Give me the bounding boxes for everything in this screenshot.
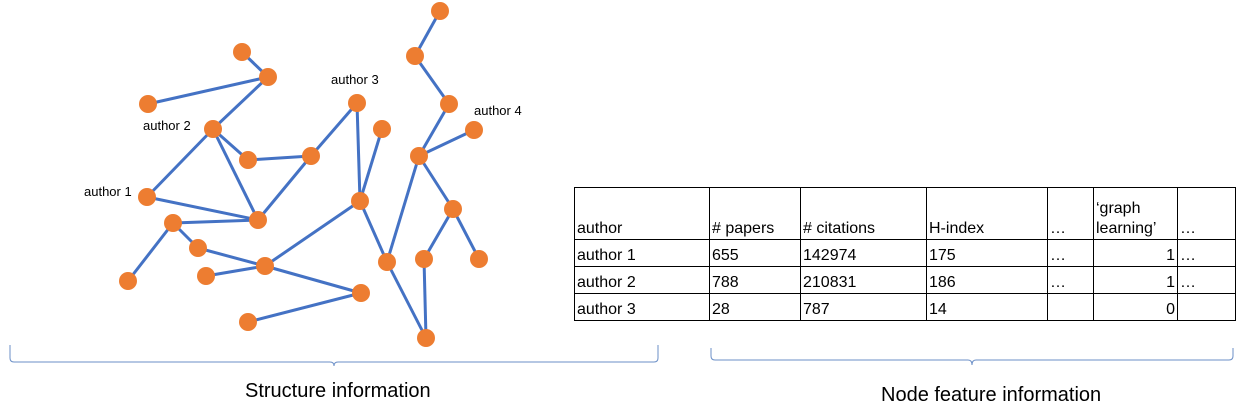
graph-node [249, 211, 267, 229]
graph-edge [145, 127, 215, 199]
graph-edge [146, 195, 259, 222]
graph-node [406, 47, 424, 65]
graph-edge [247, 154, 312, 162]
graph-node [465, 121, 483, 139]
graph-edge [264, 264, 362, 295]
node-label-author-1: author 1 [84, 184, 132, 199]
cell-ellipsis-2 [1177, 293, 1236, 321]
graph-edge [358, 128, 384, 202]
graph-node [259, 68, 277, 86]
graph-node [410, 147, 428, 165]
cell-h-index: 14 [926, 293, 1048, 321]
cell-graph-learning: 1 [1093, 239, 1178, 267]
graph-node [164, 214, 182, 232]
header-h-index: H-index [926, 187, 1048, 240]
node-feature-table: author # papers # citations H-index … ‘g… [574, 187, 1236, 321]
graph-node [415, 250, 433, 268]
graph-nodes [119, 2, 488, 347]
cell-citations: 210831 [800, 266, 927, 294]
graph-edge [417, 103, 451, 157]
cell-author: author 2 [574, 266, 710, 294]
table-header-row: author # papers # citations H-index … ‘g… [574, 187, 1236, 240]
graph-edge [211, 75, 270, 131]
structure-caption: Structure information [245, 380, 431, 402]
graph-edge [417, 155, 455, 210]
cell-ellipsis: … [1047, 266, 1094, 294]
cell-author: author 3 [574, 293, 710, 321]
graph-edge [309, 102, 359, 157]
cell-graph-learning: 1 [1093, 266, 1178, 294]
graph-edge [358, 200, 389, 263]
node-label-author-4: author 4 [474, 103, 522, 118]
header-ellipsis: … [1047, 187, 1094, 240]
graph-node [139, 95, 157, 113]
cell-papers: 28 [709, 293, 801, 321]
graph-edge [422, 258, 428, 339]
cell-citations: 787 [800, 293, 927, 321]
graph-edge [172, 218, 259, 225]
feature-caption: Node feature information [881, 384, 1102, 406]
table-row: author 1 655 142974 175 … 1 … [574, 239, 1236, 267]
graph-edge [247, 291, 362, 324]
graph-edges [126, 10, 481, 339]
graph-node [440, 95, 458, 113]
graph-edge [451, 208, 481, 260]
graph-edge [126, 222, 175, 282]
graph-edge [385, 261, 428, 339]
header-ellipsis-2: … [1177, 187, 1236, 240]
cell-graph-learning: 0 [1093, 293, 1178, 321]
node-label-author-3: author 3 [331, 72, 379, 87]
graph-edge [256, 155, 313, 221]
graph-node [239, 313, 257, 331]
graph-node [470, 250, 488, 268]
graph-node [239, 151, 257, 169]
cell-papers: 655 [709, 239, 801, 267]
header-author: author [574, 187, 710, 240]
graph-edge [264, 199, 361, 268]
header-papers: # papers [709, 187, 801, 240]
graph-edge [422, 208, 455, 260]
node-label-author-2: author 2 [143, 118, 191, 133]
graph-node [233, 43, 251, 61]
graph-node [373, 120, 391, 138]
structure-brace [9, 345, 659, 367]
graph-node [444, 200, 462, 218]
cell-ellipsis-2: … [1177, 239, 1236, 267]
graph-node [431, 2, 449, 20]
table-row: author 2 788 210831 186 … 1 … [574, 266, 1236, 294]
cell-h-index: 186 [926, 266, 1048, 294]
graph-node [417, 329, 435, 347]
cell-citations: 142974 [800, 239, 927, 267]
graph-edge [418, 128, 475, 158]
graph-edge [211, 128, 260, 221]
graph-node [119, 272, 137, 290]
graph-node [378, 253, 396, 271]
header-graph-learning: ‘graph learning’ [1093, 187, 1178, 240]
cell-papers: 788 [709, 266, 801, 294]
graph-node [352, 284, 370, 302]
graph-node [197, 267, 215, 285]
graph-node [351, 192, 369, 210]
graph-node [302, 147, 320, 165]
graph-node [256, 257, 274, 275]
cell-ellipsis: … [1047, 239, 1094, 267]
graph-edge [413, 55, 451, 105]
header-citations: # citations [800, 187, 927, 240]
graph-edge [147, 75, 269, 106]
graph-node [189, 239, 207, 257]
graph-edge [197, 246, 266, 268]
graph-edge [355, 102, 362, 202]
cell-ellipsis-2: … [1177, 266, 1236, 294]
cell-ellipsis [1047, 293, 1094, 321]
graph-edge [385, 155, 421, 263]
feature-brace [710, 348, 1234, 366]
graph-node [204, 120, 222, 138]
graph-node [138, 188, 156, 206]
graph-node [348, 94, 366, 112]
cell-h-index: 175 [926, 239, 1048, 267]
cell-author: author 1 [574, 239, 710, 267]
table-row: author 3 28 787 14 0 [574, 293, 1236, 321]
graph-edge [205, 264, 266, 278]
